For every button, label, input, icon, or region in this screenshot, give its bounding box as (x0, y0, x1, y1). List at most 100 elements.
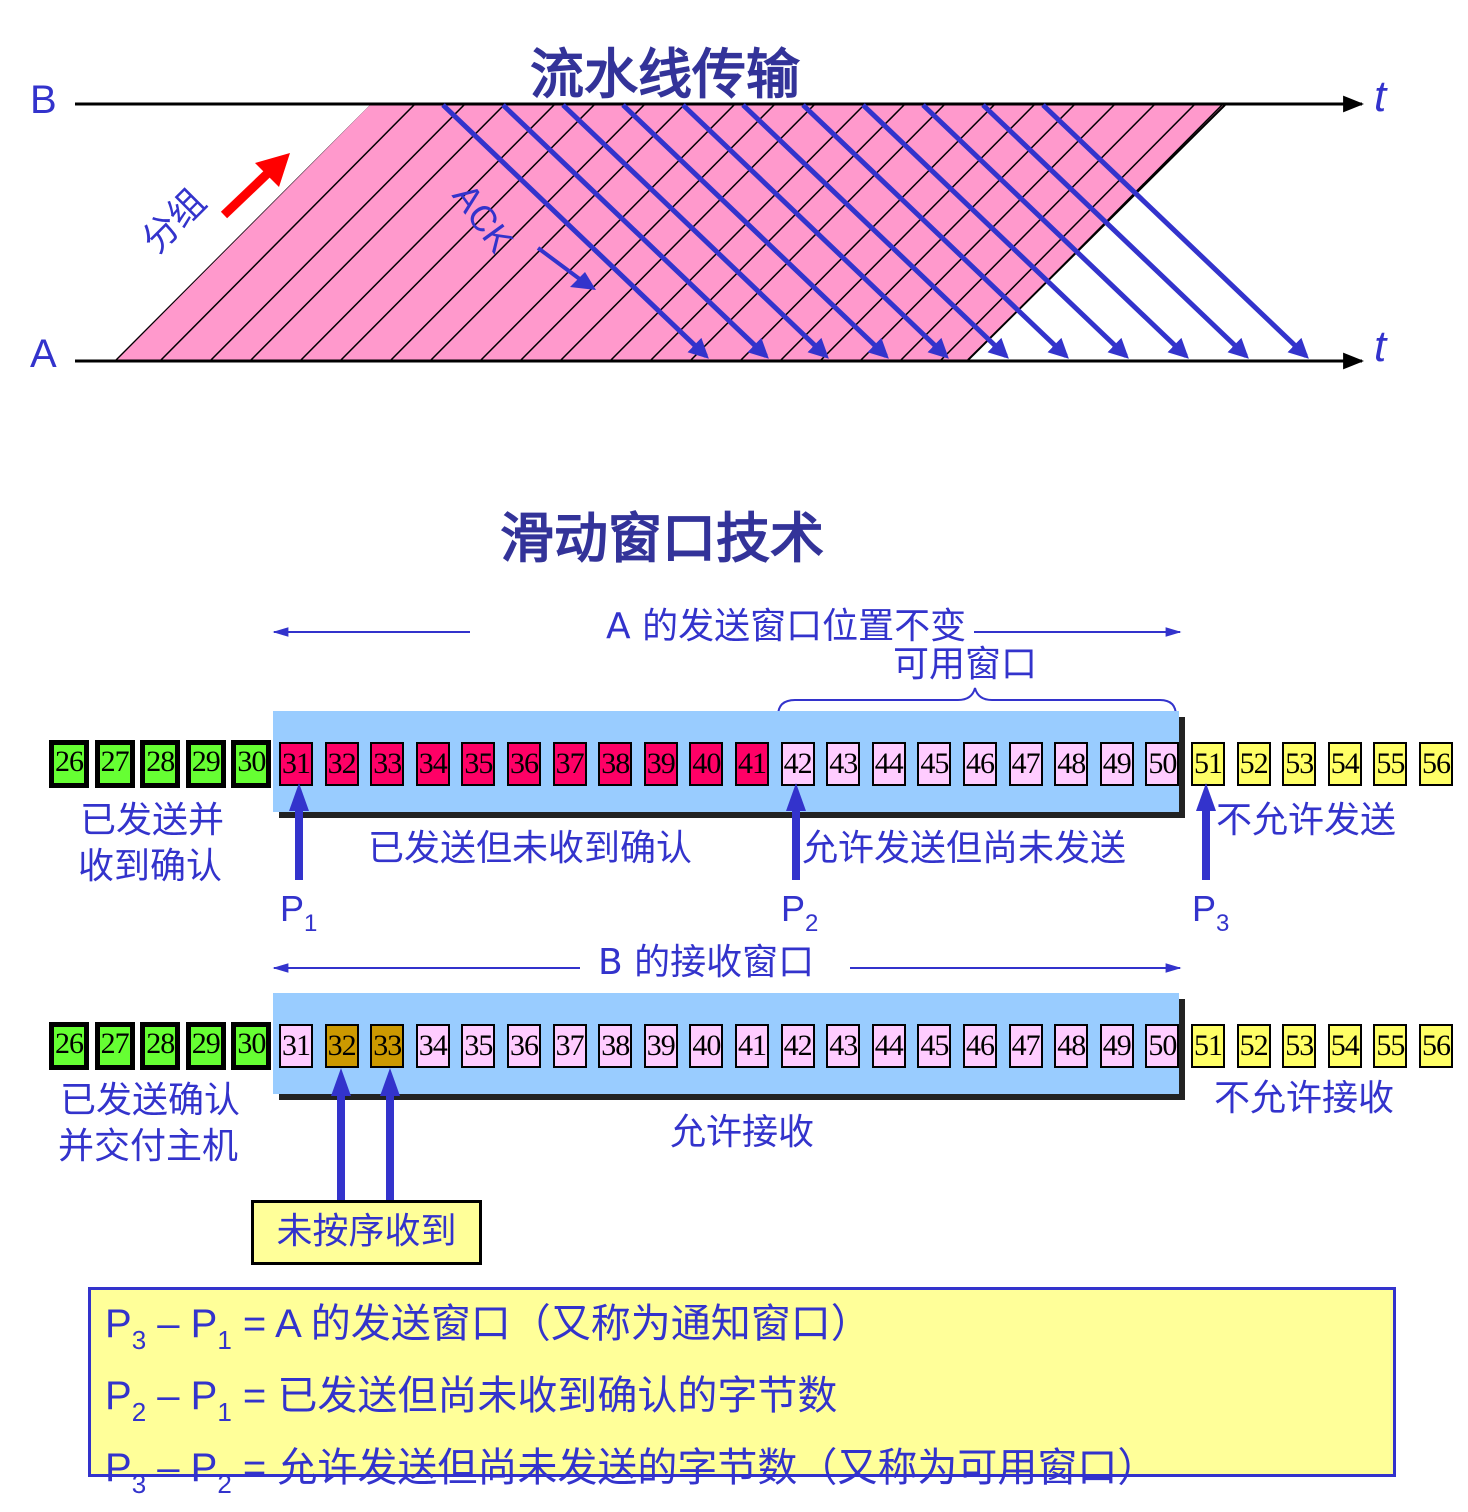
seq-cell-usable: 44 (871, 1024, 906, 1068)
receiver-delivered-label-2: 并交付主机 (58, 1126, 239, 1167)
usable-desc-label: 允许发送但尚未发送 (802, 828, 1127, 869)
formula-term: P (190, 1302, 218, 1346)
seq-cell-acked: 26 (49, 740, 89, 788)
p2-arrowhead (786, 783, 806, 811)
seq-cell-acked: 27 (94, 740, 135, 788)
usable-window-label: 可用窗口 (893, 644, 1038, 685)
packet-boundary-line (249, 105, 506, 360)
packet-band-right-edge (967, 104, 1226, 361)
packet-boundary-line (299, 105, 556, 360)
p2-label: P2 (781, 888, 819, 937)
formula-text: = A 的发送窗口（又称为通知窗口） (231, 1302, 871, 1346)
seq-cell-blocked: 54 (1327, 1024, 1362, 1068)
packet-boundary-line (209, 105, 466, 360)
ack-arrow (681, 103, 949, 359)
seq-cell-usable: 48 (1054, 1024, 1089, 1068)
packet-boundary-line (859, 105, 1116, 360)
packet-boundary-line (779, 105, 1036, 360)
packet-direction-arrowhead (255, 153, 290, 187)
seq-cell-ooo: 33 (370, 1024, 405, 1068)
ooo-arrowhead-32 (331, 1068, 351, 1096)
packet-boundary-line (159, 105, 416, 360)
seq-cell-acked: 29 (185, 740, 226, 788)
seq-cell-acked: 27 (94, 1022, 135, 1070)
ack-direction-arrow (536, 246, 587, 285)
packet-boundary-line (389, 105, 646, 360)
seq-cell-usable: 45 (917, 1024, 952, 1068)
seq-cell-blocked: 55 (1373, 742, 1408, 786)
p1-label: P1 (280, 888, 318, 937)
seq-cell-usable: 47 (1008, 742, 1043, 786)
seq-cell-usable: 36 (507, 1024, 541, 1068)
formula-term-sub: 1 (217, 1325, 232, 1355)
formula-row: P3 – P2 = 允许发送但尚未发送的字节数（又称为可用窗口） (105, 1440, 1393, 1512)
packet-band (115, 105, 1225, 360)
packet-boundary-line (609, 105, 866, 360)
seq-cell-usable: 47 (1008, 1024, 1043, 1068)
seq-cell-sent: 31 (279, 742, 313, 786)
formula-term: P (190, 1446, 218, 1490)
seq-cell-usable: 50 (1145, 1024, 1180, 1068)
seq-cell-blocked: 52 (1236, 742, 1271, 786)
not-allowed-receive-label: 不允许接收 (1214, 1078, 1395, 1119)
packet-boundary-line (939, 105, 1196, 360)
not-allowed-send-label: 不允许发送 (1216, 800, 1397, 841)
formula-text: = 允许发送但尚未发送的字节数（又称为可用窗口） (231, 1446, 1158, 1490)
p3-pointer (1202, 808, 1210, 880)
ack-arrow (1041, 103, 1309, 359)
seq-cell-usable: 40 (689, 1024, 724, 1068)
seq-cell-usable: 46 (963, 742, 997, 786)
formula-term: P (105, 1446, 132, 1490)
seq-cell-blocked: 51 (1191, 742, 1225, 786)
seq-cell-usable: 46 (963, 1024, 997, 1068)
time-label-a: t (1374, 322, 1387, 371)
sender-window (273, 711, 1179, 812)
formula-term-sub: 2 (217, 1469, 232, 1499)
formula-row: P3 – P1 = A 的发送窗口（又称为通知窗口） (105, 1296, 1393, 1368)
seq-cell-acked: 29 (185, 1022, 226, 1070)
seq-cell-acked: 28 (140, 740, 181, 788)
formula-row: P2 – P1 = 已发送但尚未收到确认的字节数 (105, 1368, 1393, 1440)
out-of-order-note: 未按序收到 (251, 1200, 482, 1265)
sent-unacked-label: 已发送但未收到确认 (368, 828, 693, 869)
seq-cell-usable: 42 (780, 742, 815, 786)
formula-term: P (190, 1374, 218, 1418)
receiver-window (273, 993, 1179, 1094)
packet-boundary-line (479, 105, 736, 360)
seq-cell-usable: 41 (735, 1024, 769, 1068)
seq-cell-usable: 42 (780, 1024, 815, 1068)
formula-term-sub: 3 (131, 1469, 147, 1499)
seq-cell-acked: 30 (231, 740, 272, 788)
seq-cell-blocked: 55 (1373, 1024, 1408, 1068)
seq-cell-acked: 26 (49, 1022, 89, 1070)
allowed-receive-label: 允许接收 (670, 1112, 815, 1153)
formula-minus: – (146, 1302, 191, 1346)
time-label-b: t (1374, 72, 1387, 121)
pipeline-diagram (75, 95, 1365, 370)
ack-arrow (501, 103, 769, 359)
p1-pointer (295, 808, 303, 880)
seq-cell-blocked: 52 (1236, 1024, 1271, 1068)
seq-cell-usable: 35 (461, 1024, 496, 1068)
formula-minus: – (146, 1374, 191, 1418)
formula-term-sub: 2 (131, 1397, 147, 1427)
p3-arrowhead (1196, 783, 1216, 811)
ooo-pointer-32 (337, 1094, 345, 1202)
seq-cell-sent: 40 (689, 742, 724, 786)
packet-boundary-line (519, 105, 776, 360)
seq-cell-usable: 43 (826, 1024, 861, 1068)
seq-cell-usable: 44 (871, 742, 906, 786)
formula-text: = 已发送但尚未收到确认的字节数 (231, 1374, 838, 1418)
seq-cell-usable: 50 (1145, 742, 1180, 786)
seq-cell-usable: 37 (552, 1024, 587, 1068)
receiver-window-span-label: B 的接收窗口 (590, 942, 823, 984)
ack-arrow (441, 103, 709, 359)
seq-cell-usable: 39 (643, 1024, 678, 1068)
seq-cell-sent: 37 (552, 742, 587, 786)
seq-cell-usable: 48 (1054, 742, 1089, 786)
seq-cell-sent: 41 (735, 742, 769, 786)
seq-cell-acked: 30 (231, 1022, 272, 1070)
seq-cell-usable: 43 (826, 742, 861, 786)
seq-cell-usable: 49 (1099, 1024, 1134, 1068)
sender-acked-label-1: 已发送并 (80, 800, 225, 841)
